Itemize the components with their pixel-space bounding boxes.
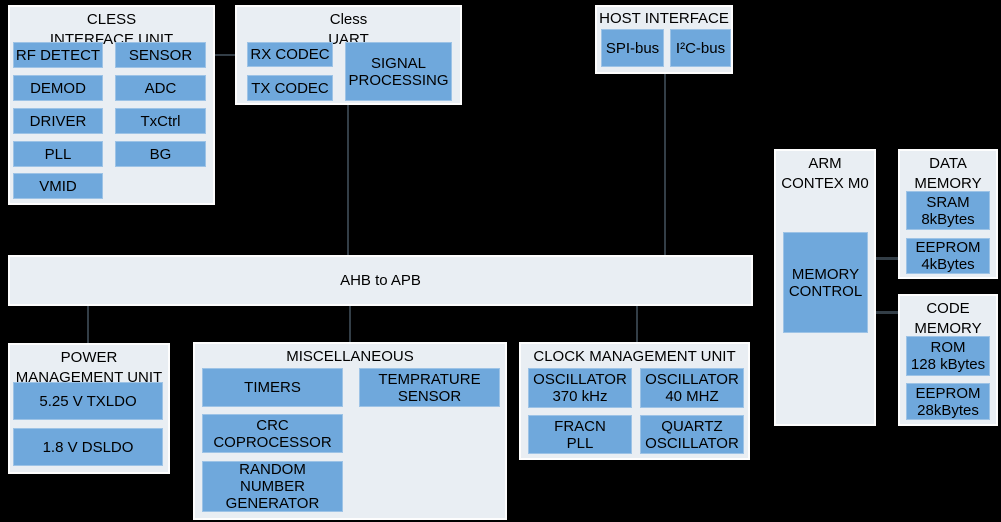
block-rom-128kbytes: ROM 128 kBytes [906, 336, 990, 376]
block-pll: PLL [13, 141, 103, 167]
block-rx-codec: RX CODEC [247, 42, 333, 67]
miscellaneous-container: MISCELLANEOUS TIMERS TEMPRATURE SENSOR C… [193, 342, 507, 520]
ahb-to-apb-bus: AHB to APB [8, 255, 753, 306]
block-vmid: VMID [13, 173, 103, 199]
connector-host-to-bus [664, 74, 666, 255]
block-sensor: SENSOR [115, 42, 206, 68]
block-random-number-generator: RANDOM NUMBER GENERATOR [202, 461, 343, 512]
block-memory-control: MEMORY CONTROL [783, 232, 868, 333]
cless-interface-unit-container: CLESS INTERFACE UNIT RF DETECT SENSOR DE… [8, 5, 215, 205]
connector-uart-to-bus [347, 105, 349, 255]
block-driver: DRIVER [13, 108, 103, 134]
arm-contex-m0-container: ARM CONTEX M0 MEMORY CONTROL [774, 149, 876, 426]
block-quartz-oscillator: QUARTZ OSCILLATOR [640, 415, 744, 454]
block-adc: ADC [115, 75, 206, 101]
host-interface-title: HOST INTERFACE [599, 10, 729, 27]
connector-bus-to-pmu [87, 306, 89, 343]
block-bg: BG [115, 141, 206, 167]
block-txldo: 5.25 V TXLDO [13, 382, 163, 420]
code-memory-title: CODE MEMORY [914, 300, 982, 337]
data-memory-container: DATA MEMORY SRAM 8kBytes EEPROM 4kBytes [898, 149, 998, 279]
block-sram-8kbytes: SRAM 8kBytes [906, 191, 990, 230]
block-timers: TIMERS [202, 368, 343, 407]
block-oscillator-370khz: OSCILLATOR 370 kHz [528, 368, 632, 408]
power-management-unit-title: POWER MANAGEMENT UNIT [15, 349, 163, 386]
block-i2c-bus: I²C-bus [670, 29, 731, 67]
block-signal-processing: SIGNAL PROCESSING [345, 42, 452, 101]
cless-uart-container: Cless UART RX CODEC TX CODEC SIGNAL PROC… [235, 5, 462, 105]
block-eeprom-4kbytes: EEPROM 4kBytes [906, 238, 990, 274]
arm-contex-m0-title: ARM CONTEX M0 [781, 155, 869, 192]
host-interface-container: HOST INTERFACE SPI-bus I²C-bus [595, 5, 733, 74]
block-demod: DEMOD [13, 75, 103, 101]
data-memory-title: DATA MEMORY [914, 155, 982, 192]
clock-management-unit-container: CLOCK MANAGEMENT UNIT OSCILLATOR 370 kHz… [519, 342, 750, 460]
block-crc-coprocessor: CRC COPROCESSOR [202, 414, 343, 453]
block-oscillator-40mhz: OSCILLATOR 40 MHZ [640, 368, 744, 408]
block-txctrl: TxCtrl [115, 108, 206, 134]
connector-memctrl-to-data-memory [876, 257, 898, 260]
block-eeprom-28kbytes: EEPROM 28kBytes [906, 383, 990, 420]
connector-bus-to-miscellaneous [349, 306, 351, 342]
clock-management-unit-title: CLOCK MANAGEMENT UNIT [533, 348, 736, 365]
power-management-unit-container: POWER MANAGEMENT UNIT 5.25 V TXLDO 1.8 V… [8, 343, 170, 474]
code-memory-container: CODE MEMORY ROM 128 kBytes EEPROM 28kByt… [898, 294, 998, 426]
block-fracn-pll: FRACN PLL [528, 415, 632, 454]
miscellaneous-title: MISCELLANEOUS [286, 348, 414, 365]
connector-bus-to-cmu [636, 306, 638, 342]
connector-cless-to-uart [215, 54, 235, 56]
block-temprature-sensor: TEMPRATURE SENSOR [359, 368, 500, 407]
connector-memctrl-to-code-memory [876, 311, 898, 314]
block-spi-bus: SPI-bus [601, 29, 664, 67]
block-rf-detect: RF DETECT [13, 42, 103, 68]
block-tx-codec: TX CODEC [247, 75, 333, 101]
block-dsldo: 1.8 V DSLDO [13, 428, 163, 466]
